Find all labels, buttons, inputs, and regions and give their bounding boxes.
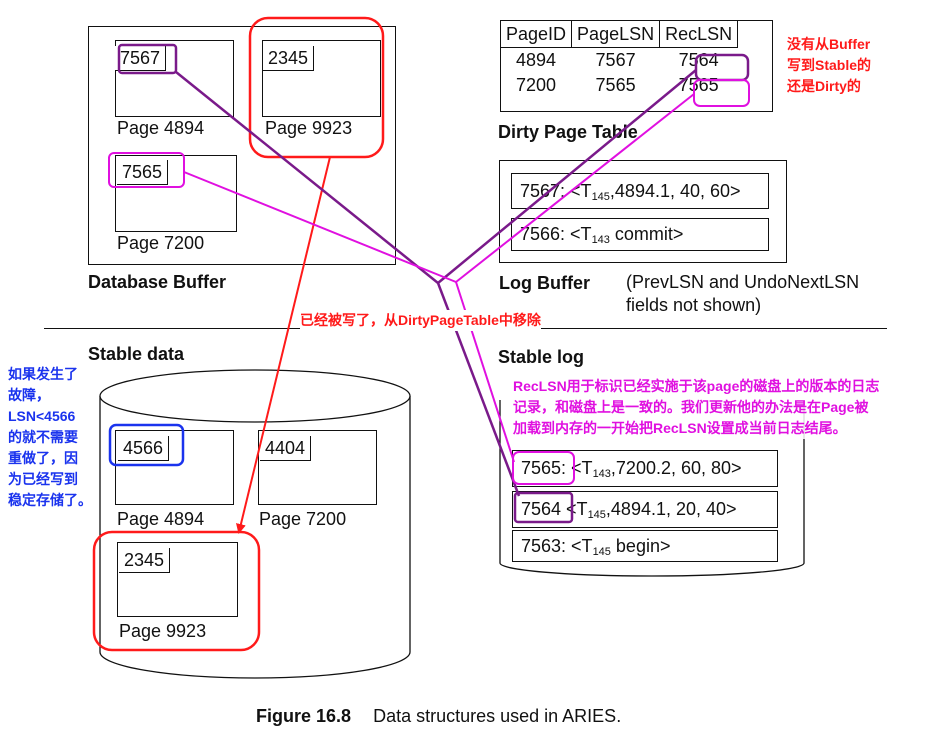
buffer-page-7200-lsn: 7565 (117, 160, 169, 185)
log-record-body: ,7200.2, 60, 80> (610, 458, 742, 478)
dpt-cell: 7567 (595, 50, 636, 70)
log-record-sep: : <T (561, 458, 593, 478)
annotation-reclsn-note: RecLSN用于标识已经实施于该page的磁盘上的版本的日志 记录，和磁盘上是一… (513, 376, 880, 439)
log-record-body: begin> (610, 536, 671, 556)
log-record-sep: : <T (560, 181, 592, 201)
log-buffer-title: Log Buffer (499, 273, 590, 293)
log-record-body: commit> (609, 224, 684, 244)
dpt-header-pageid: PageID (499, 20, 573, 48)
stable-page-4894-label: Page 4894 (117, 509, 205, 529)
stable-page-9923-label: Page 9923 (119, 621, 207, 641)
log-record-txn: 145 (591, 191, 610, 203)
log-record-body: ,4894.1, 20, 40> (605, 499, 737, 519)
log-record-body: ,4894.1, 40, 60> (609, 181, 741, 201)
stable-data-title: Stable data (88, 344, 185, 364)
log-record-txn: 145 (592, 546, 611, 558)
annotation-written-removed: 已经被写了，从DirtyPageTable中移除 (300, 310, 541, 331)
dirty-page-table: PageID PageLSN RecLSN 4894 7567 7564 720… (499, 20, 773, 112)
dpt-cell: 7565 (595, 75, 636, 95)
stable-log-title: Stable log (498, 347, 585, 367)
figure-caption-text: Data structures used in ARIES. (373, 706, 622, 726)
table-row: 7200 7565 7565 (501, 73, 738, 98)
stable-log-record-7563: 7563: <T145 begin> (512, 530, 778, 562)
log-record-lsn: 7564 (521, 499, 562, 519)
dpt-cell: 7564 (678, 50, 719, 70)
dpt-cell: 4894 (516, 50, 557, 70)
log-record-lsn: 7567 (520, 181, 561, 201)
buffer-page-4894-label: Page 4894 (117, 118, 205, 138)
stable-log-record-7564: 7564 <T145,4894.1, 20, 40> (512, 491, 778, 528)
log-buffer-note: (PrevLSN and UndoNextLSN fields not show… (626, 272, 860, 315)
stable-page-9923-lsn: 2345 (119, 548, 171, 573)
log-record-lsn: 7565 (521, 458, 562, 478)
log-buffer-record-7567: 7567: <T145,4894.1, 40, 60> (511, 173, 769, 209)
dirty-page-table-title: Dirty Page Table (498, 122, 638, 142)
log-record-sep: <T (561, 499, 588, 519)
figure-caption-label: Figure 16.8 (256, 706, 352, 726)
dpt-header-reclsn: RecLSN (659, 20, 739, 48)
log-record-txn: 143 (592, 468, 611, 480)
buffer-page-4894-lsn: 7567 (115, 46, 167, 71)
annotation-failure-note: 如果发生了 故障， LSN<4566 的就不需要 重做了，因 为已经写到 稳定存… (8, 366, 92, 508)
dpt-header-pagelsn: PageLSN (571, 20, 661, 48)
log-record-sep: : <T (560, 224, 592, 244)
dpt-cell: 7565 (678, 75, 719, 95)
stable-log-record-7565: 7565: <T143,7200.2, 60, 80> (512, 450, 778, 487)
stable-page-4894-lsn: 4566 (118, 436, 170, 461)
log-record-lsn: 7563 (521, 536, 562, 556)
log-record-txn: 143 (591, 234, 610, 246)
table-row: 4894 7567 7564 (501, 48, 738, 74)
buffer-page-9923-label: Page 9923 (265, 118, 353, 138)
figure-caption: Figure 16.8 Data structures used in ARIE… (256, 706, 621, 727)
log-record-txn: 145 (587, 509, 606, 521)
log-record-sep: : <T (561, 536, 593, 556)
database-buffer-title: Database Buffer (88, 272, 227, 292)
log-buffer-record-7566: 7566: <T143 commit> (511, 218, 769, 251)
dpt-cell: 7200 (516, 75, 557, 95)
buffer-page-7200-label: Page 7200 (117, 233, 205, 253)
annotation-not-written: 没有从Buffer 写到Stable的 还是Dirty的 (787, 36, 872, 94)
log-record-lsn: 7566 (520, 224, 561, 244)
stable-page-7200-lsn: 4404 (260, 436, 312, 461)
buffer-page-9923-lsn: 2345 (263, 46, 315, 71)
stable-page-7200-label: Page 7200 (259, 509, 347, 529)
